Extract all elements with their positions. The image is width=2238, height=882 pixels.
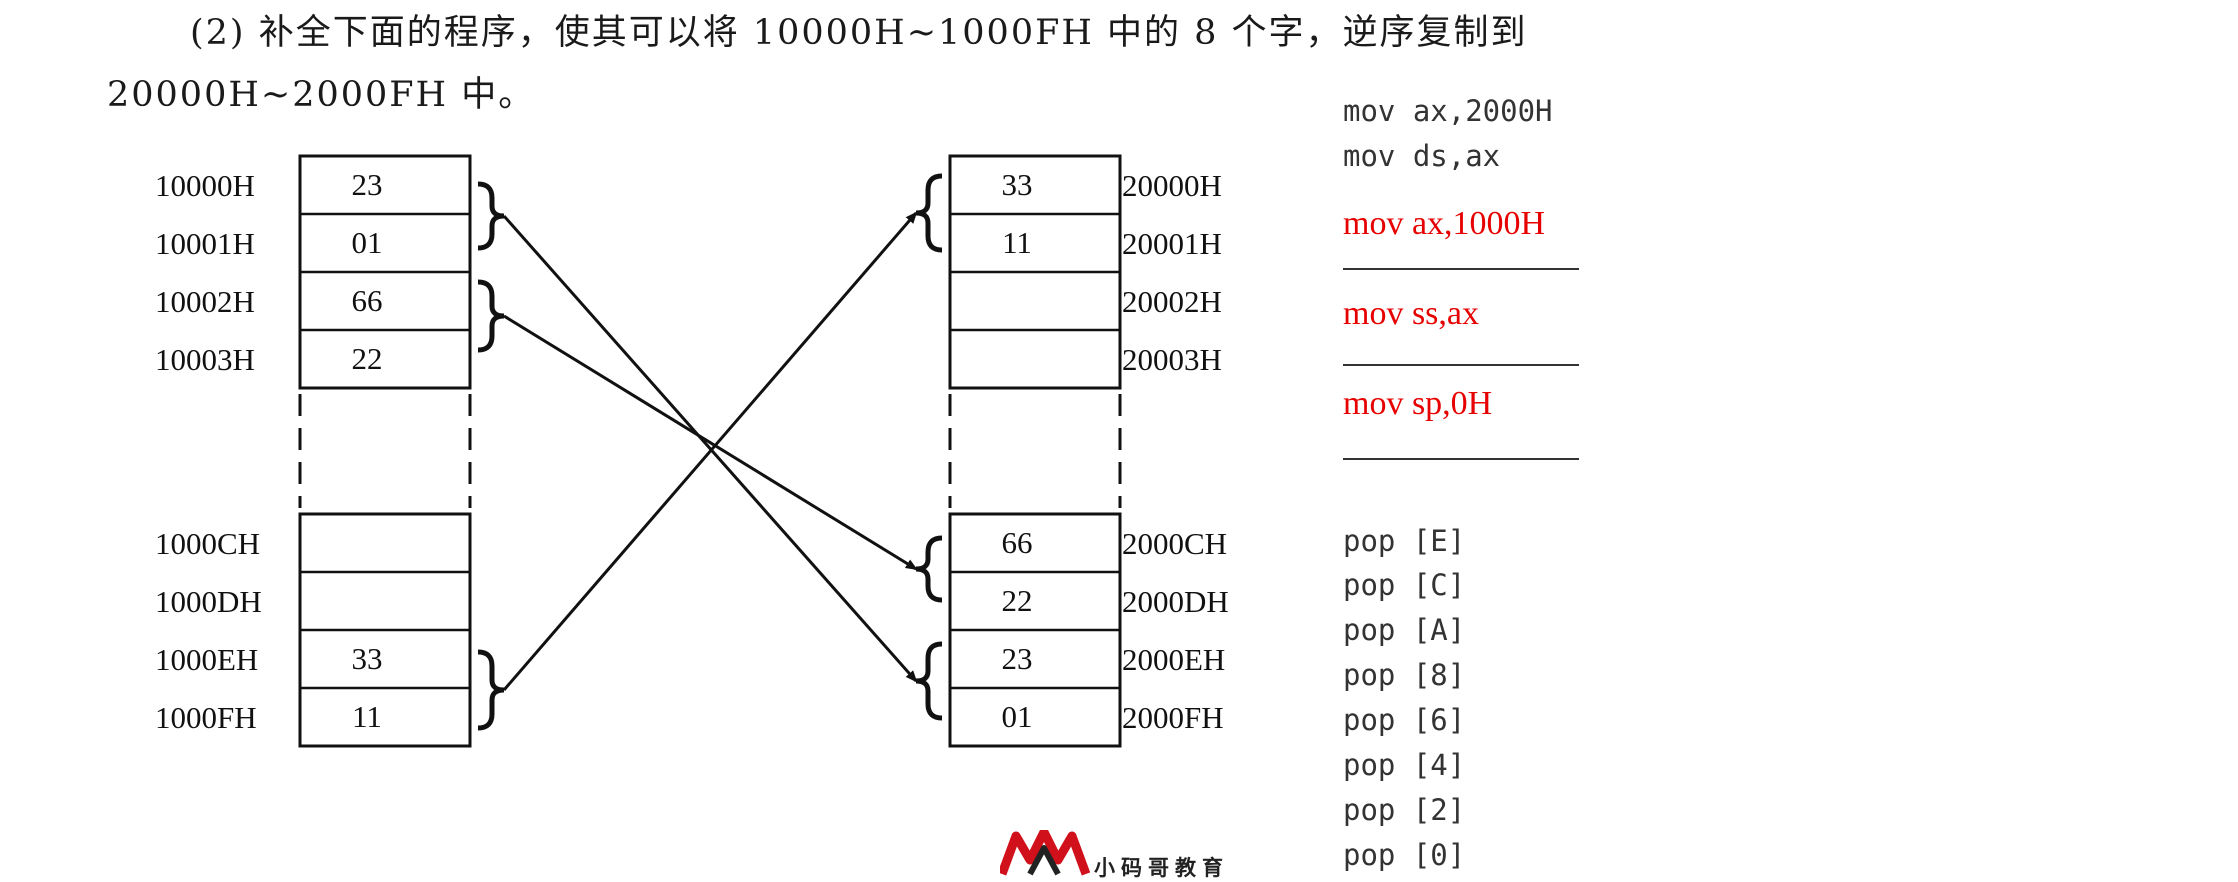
- source-memory-cell: 66: [300, 272, 430, 330]
- dest-address-label: 20003H: [1122, 342, 1222, 377]
- answer-blank-3: [1343, 458, 1579, 460]
- logo-mark: [1000, 830, 1090, 876]
- dest-cell-value: 11: [1002, 225, 1032, 260]
- source-memory-cell: 11: [300, 688, 430, 746]
- pop-line-5: pop [6]: [1343, 703, 1466, 737]
- right-brace: [477, 279, 505, 353]
- source-memory-cell: 22: [300, 330, 430, 388]
- right-brace: [477, 181, 505, 251]
- dest-address-label: 2000DH: [1122, 584, 1229, 619]
- dest-memory-cell: [950, 272, 1080, 330]
- dest-address-label: 2000FH: [1122, 700, 1224, 735]
- arrow-10002h-to-2000ch: [503, 314, 918, 571]
- pop-line-7: pop [2]: [1343, 793, 1466, 827]
- dest-cell-value: 23: [1001, 641, 1033, 676]
- pop-line-8: pop [0]: [1343, 838, 1466, 872]
- source-address-label: 1000CH: [155, 526, 261, 561]
- source-memory-cell: 23: [300, 156, 430, 214]
- source-cell-value: 11: [352, 699, 382, 734]
- dest-memory-cell: [950, 330, 1080, 388]
- dest-memory-cell: 01: [950, 688, 1080, 746]
- dest-memory-cell: 66: [950, 514, 1080, 572]
- source-memory-cell: [300, 572, 430, 630]
- source-memory-cell: 01: [300, 214, 430, 272]
- pop-line-6: pop [4]: [1343, 748, 1466, 782]
- copy-arrows: [502, 211, 918, 691]
- answer-line-1: mov ax,1000H: [1343, 205, 1546, 242]
- question-line-2: 20000H~2000FH 中。: [107, 75, 536, 115]
- source-address-label: 10000H: [155, 168, 255, 203]
- left-brace: [915, 173, 943, 253]
- right-brace: [477, 649, 505, 731]
- code-line-given-2: mov ds,ax: [1343, 139, 1501, 173]
- dest-memory-cell: 11: [950, 214, 1080, 272]
- source-cell-value: 66: [351, 283, 383, 318]
- dest-memory-cell: 22: [950, 572, 1080, 630]
- source-cell-value: 22: [351, 341, 383, 376]
- arrow-10000h-to-2000eh: [502, 215, 918, 683]
- source-address-label: 1000EH: [155, 642, 259, 677]
- source-address-label: 10002H: [155, 284, 255, 319]
- pop-line-4: pop [8]: [1343, 658, 1466, 692]
- source-address-label: 1000DH: [155, 584, 262, 619]
- dest-cell-value: 01: [1001, 699, 1033, 734]
- dest-cell-value: 22: [1001, 583, 1033, 618]
- source-memory-block: [298, 154, 472, 748]
- source-address-label: 10001H: [155, 226, 255, 261]
- dest-cell-value: 33: [1001, 167, 1033, 202]
- pop-line-2: pop [C]: [1343, 568, 1466, 602]
- code-line-given-1: mov ax,2000H: [1343, 94, 1553, 128]
- left-brace: [915, 535, 943, 603]
- source-address-label: 1000FH: [155, 700, 257, 735]
- dest-address-label: 20000H: [1122, 168, 1222, 203]
- source-cell-value: 01: [351, 225, 383, 260]
- source-memory-cell: [300, 514, 430, 572]
- answer-blank-2: [1343, 364, 1579, 366]
- answer-line-2: mov ss,ax: [1343, 295, 1479, 332]
- logo-text: 小码哥教育: [1094, 856, 1229, 880]
- dest-memory-cell: 33: [950, 156, 1080, 214]
- dest-memory-block: [948, 154, 1122, 748]
- dest-address-label: 20001H: [1122, 226, 1222, 261]
- answer-blank-1: [1343, 268, 1579, 270]
- source-memory-cell: 33: [300, 630, 430, 688]
- dest-address-label: 2000EH: [1122, 642, 1226, 677]
- dest-address-label: 20002H: [1122, 284, 1222, 319]
- left-brace: [915, 641, 943, 721]
- answer-line-3: mov sp,0H: [1343, 385, 1493, 422]
- source-cell-value: 23: [351, 167, 383, 202]
- source-address-label: 10003H: [155, 342, 255, 377]
- dest-memory-cell: 23: [950, 630, 1080, 688]
- pop-line-1: pop [E]: [1343, 524, 1466, 558]
- dest-cell-value: 66: [1001, 525, 1033, 560]
- pop-line-3: pop [A]: [1343, 613, 1466, 647]
- arrow-1000eh-to-20000h: [502, 211, 918, 691]
- source-cell-value: 33: [351, 641, 383, 676]
- question-line-1: (2) 补全下面的程序，使其可以将 10000H~1000FH 中的 8 个字，…: [190, 13, 1528, 53]
- dest-address-label: 2000CH: [1122, 526, 1228, 561]
